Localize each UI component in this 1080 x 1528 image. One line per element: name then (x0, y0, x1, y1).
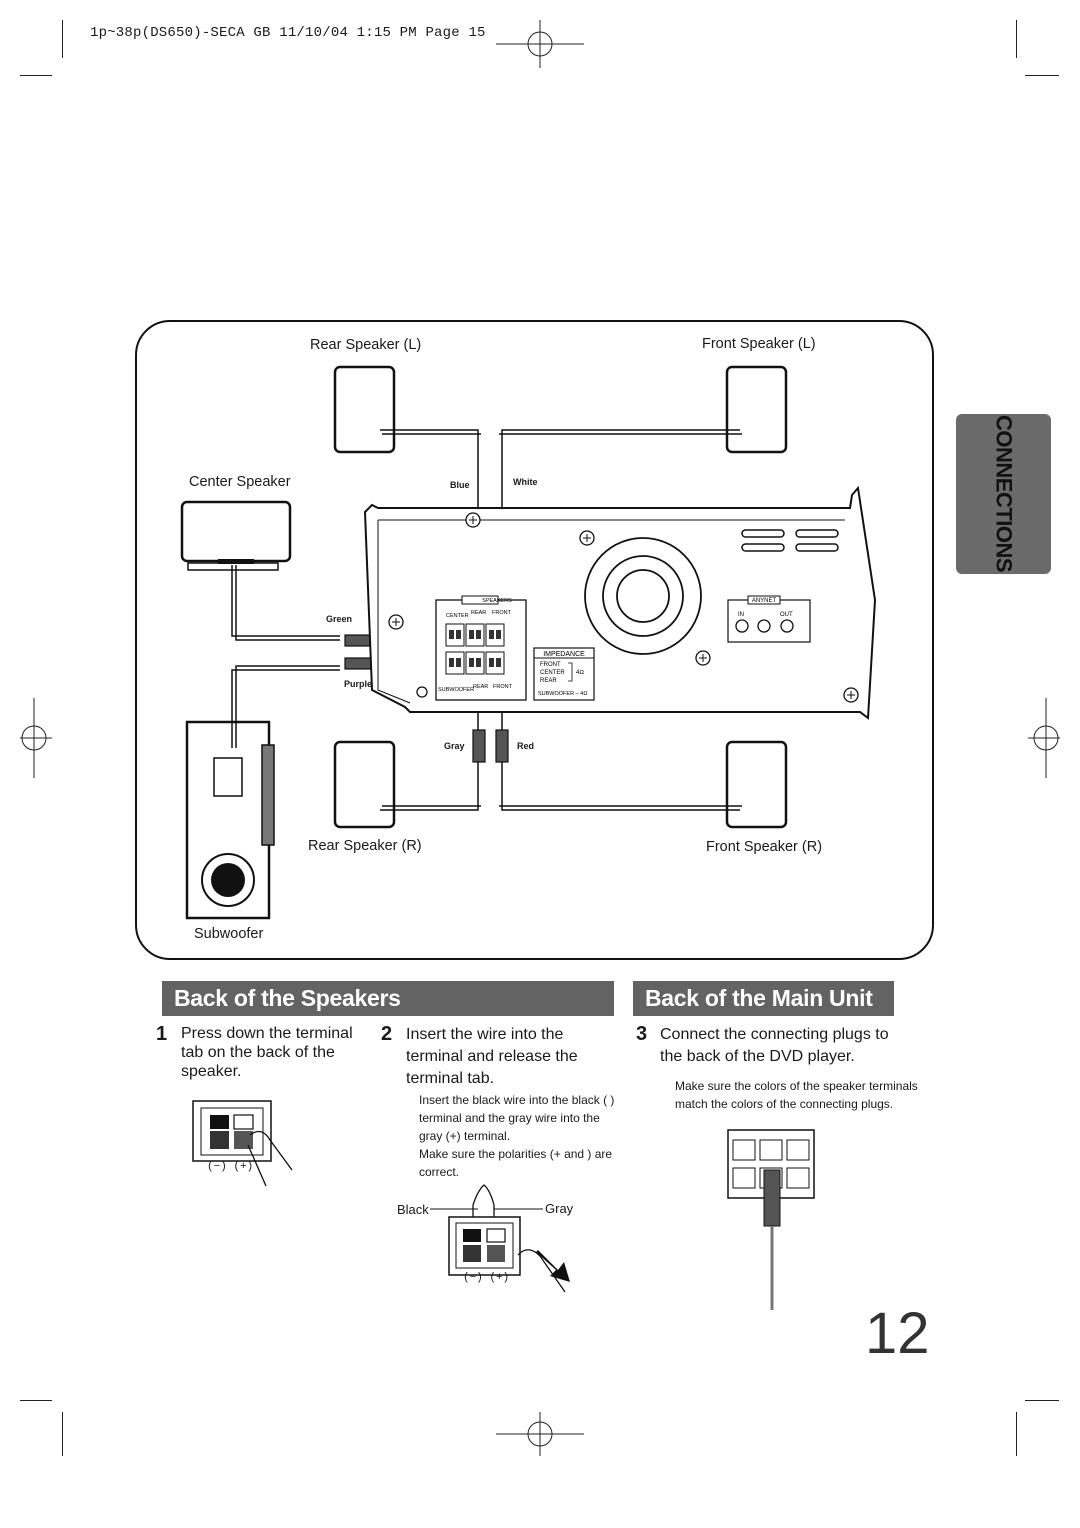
step-1-polarity-label: (−) (+) (207, 1161, 254, 1173)
wire-gray-label: Gray (444, 741, 465, 751)
subwoofer-label: Subwoofer (194, 926, 264, 942)
panel-speakers-label: SPEAKERS (482, 598, 512, 604)
impedance-title: IMPEDANCE (543, 651, 585, 658)
impedance-front: FRONT (540, 662, 561, 668)
rear-speaker-l-box (333, 365, 396, 454)
step-1-number: 1 (156, 1023, 168, 1045)
print-slug: 1p~38p(DS650)-SECA GB 11/10/04 1:15 PM P… (90, 25, 486, 41)
front-speaker-l-label: Front Speaker (L) (702, 336, 816, 352)
step-3-text: Connect the connecting plugs to the back… (660, 1026, 889, 1065)
anynet-out-label: OUT (780, 612, 793, 618)
panel-rear-label: REAR (471, 610, 486, 616)
wire-blue-label: Blue (450, 480, 470, 490)
panel-front-label: FRONT (492, 610, 512, 616)
crop-mark (62, 1412, 63, 1456)
step-1-text: Press down the terminal tab on the back … (181, 1025, 353, 1080)
black-wire-label: Black (397, 1202, 429, 1217)
step-2-polarity-label: (−) (+) (463, 1272, 510, 1284)
crop-mark (62, 20, 63, 58)
step-3-number: 3 (636, 1023, 648, 1045)
step-2-number: 2 (381, 1023, 393, 1045)
panel-front-label-2: FRONT (493, 684, 513, 690)
panel-subwoofer-label: SUBWOOFER (438, 687, 474, 693)
step-2-note-2: Make sure the polarities (+ and ) are co… (419, 1147, 613, 1179)
page-number: 12 (865, 1301, 930, 1366)
wire-red-label: Red (517, 741, 535, 751)
step-2-note-1: Insert the black wire into the black ( )… (419, 1093, 615, 1143)
center-speaker-label: Center Speaker (189, 474, 291, 490)
crop-mark (1025, 75, 1059, 76)
step-3-note: Make sure the colors of the speaker term… (675, 1079, 918, 1111)
back-of-speakers-header: Back of the Speakers (162, 981, 614, 1016)
gray-wire-label: Gray (545, 1201, 574, 1216)
impedance-center: CENTER (540, 670, 565, 676)
wire-white-label: White (513, 477, 538, 487)
impedance-ohm: 4Ω (576, 670, 584, 676)
rear-speaker-r-label: Rear Speaker (R) (308, 838, 422, 854)
anynet-label: ANYNET (752, 598, 777, 604)
front-speaker-r-label: Front Speaker (R) (706, 839, 823, 855)
crop-mark (20, 75, 52, 76)
crop-mark (1025, 1400, 1059, 1401)
crop-mark (1016, 1412, 1017, 1456)
crop-mark (20, 1400, 52, 1401)
section-tab (956, 414, 1051, 574)
rear-speaker-l-label: Rear Speaker (L) (310, 337, 422, 353)
wire-purple-label: Purple (344, 679, 373, 689)
rear-speaker-r-box (333, 740, 396, 829)
impedance-rear: REAR (540, 678, 557, 684)
back-of-main-unit-header: Back of the Main Unit (633, 981, 894, 1016)
wire-green-label: Green (326, 614, 353, 624)
crop-mark (1016, 20, 1017, 58)
front-speaker-l-box (725, 365, 788, 454)
panel-center-label: CENTER (446, 613, 469, 619)
impedance-sub: SUBWOOFER – 4Ω (538, 691, 587, 697)
section-tab-label: CONNECTIONS (991, 415, 1017, 573)
anynet-in-label: IN (738, 612, 744, 618)
step-2-text: Insert the wire into the terminal and re… (406, 1026, 578, 1087)
panel-rear-label-2: REAR (473, 684, 488, 690)
